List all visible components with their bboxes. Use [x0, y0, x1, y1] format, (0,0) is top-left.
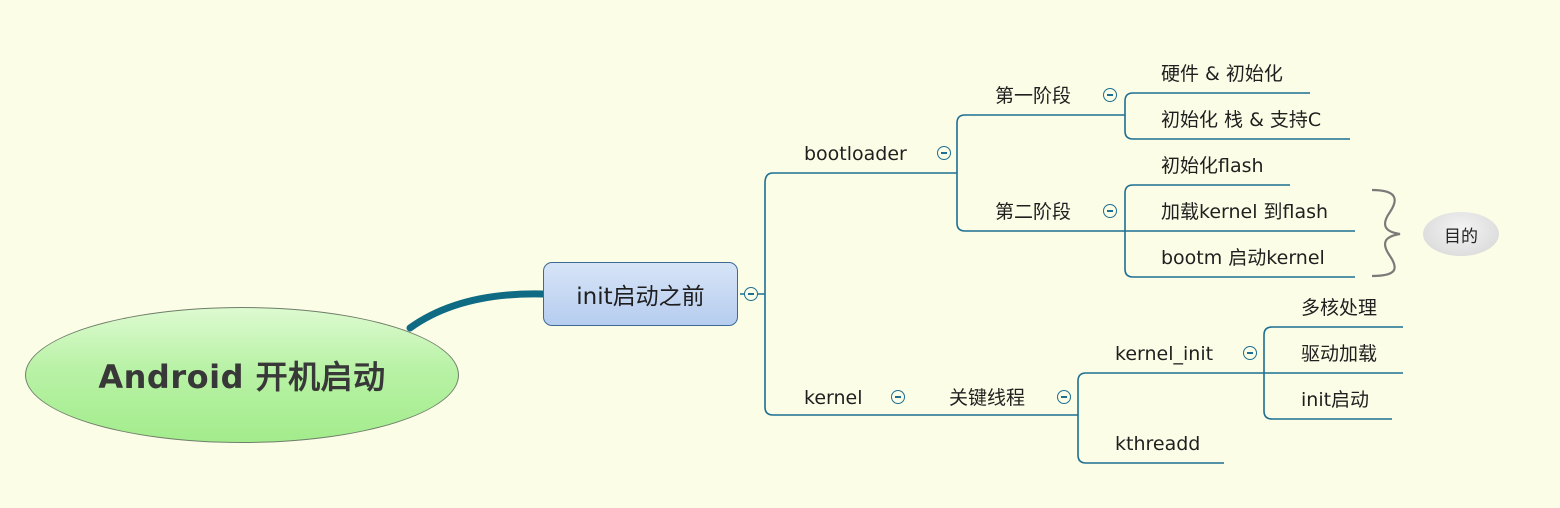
node-stage2-item3[interactable]: bootm 启动kernel — [1161, 247, 1325, 269]
edge-stage1 — [956, 114, 1125, 173]
edge-stage2-item1 — [1124, 184, 1290, 231]
edge-kernel-init-item1 — [1263, 326, 1403, 373]
node-stage1[interactable]: 第一阶段 — [995, 85, 1072, 107]
node-kernel-init[interactable]: kernel_init — [1115, 343, 1214, 365]
edge-kernel — [764, 183, 930, 416]
edge-stage1-item2 — [1124, 115, 1350, 140]
node-stage2[interactable]: 第二阶段 — [995, 201, 1072, 223]
root-label: Android 开机启动 — [98, 358, 386, 396]
edge-bootloader — [764, 172, 957, 184]
collapse-key-threads-icon[interactable] — [1057, 390, 1071, 404]
collapse-main-icon[interactable] — [744, 287, 758, 301]
edge-stage2 — [956, 173, 1125, 232]
collapse-kernel-init-icon[interactable] — [1243, 346, 1257, 360]
collapse-bootloader-icon[interactable] — [937, 146, 951, 160]
edge-stage1-item1 — [1124, 92, 1310, 115]
node-stage2-item1[interactable]: 初始化flash — [1161, 155, 1264, 177]
node-stage1-item1[interactable]: 硬件 & 初始化 — [1161, 63, 1283, 85]
callout-bubble[interactable]: 目的 — [1423, 212, 1499, 256]
collapse-kernel-icon[interactable] — [891, 390, 905, 404]
node-kernel-init-item2[interactable]: 驱动加载 — [1301, 343, 1378, 365]
node-stage2-item2[interactable]: 加载kernel 到flash — [1161, 201, 1329, 223]
node-stage1-item2[interactable]: 初始化 栈 & 支持C — [1161, 109, 1322, 131]
main-label: init启动之前 — [576, 284, 705, 310]
node-key-threads[interactable]: 关键线程 — [949, 387, 1026, 409]
main-node[interactable]: init启动之前 — [543, 262, 738, 326]
edge-kernel-init-item3 — [1263, 373, 1392, 420]
edge-root-main — [406, 290, 547, 332]
node-bootloader[interactable]: bootloader — [804, 143, 907, 165]
node-kernel-init-item1[interactable]: 多核处理 — [1301, 297, 1378, 319]
edge-stage2-item3 — [1124, 231, 1355, 278]
callout-label: 目的 — [1444, 226, 1478, 247]
root-node[interactable]: Android 开机启动 — [25, 307, 459, 443]
collapse-stage2-icon[interactable] — [1103, 204, 1117, 218]
node-kernel[interactable]: kernel — [804, 387, 863, 409]
node-kthreadd[interactable]: kthreadd — [1115, 433, 1201, 455]
collapse-stage1-icon[interactable] — [1103, 88, 1117, 102]
edge-kthreadd — [1077, 415, 1224, 464]
brace — [1371, 188, 1401, 278]
edge-kernel-init — [1077, 372, 1264, 415]
node-kernel-init-item3[interactable]: init启动 — [1301, 389, 1370, 411]
